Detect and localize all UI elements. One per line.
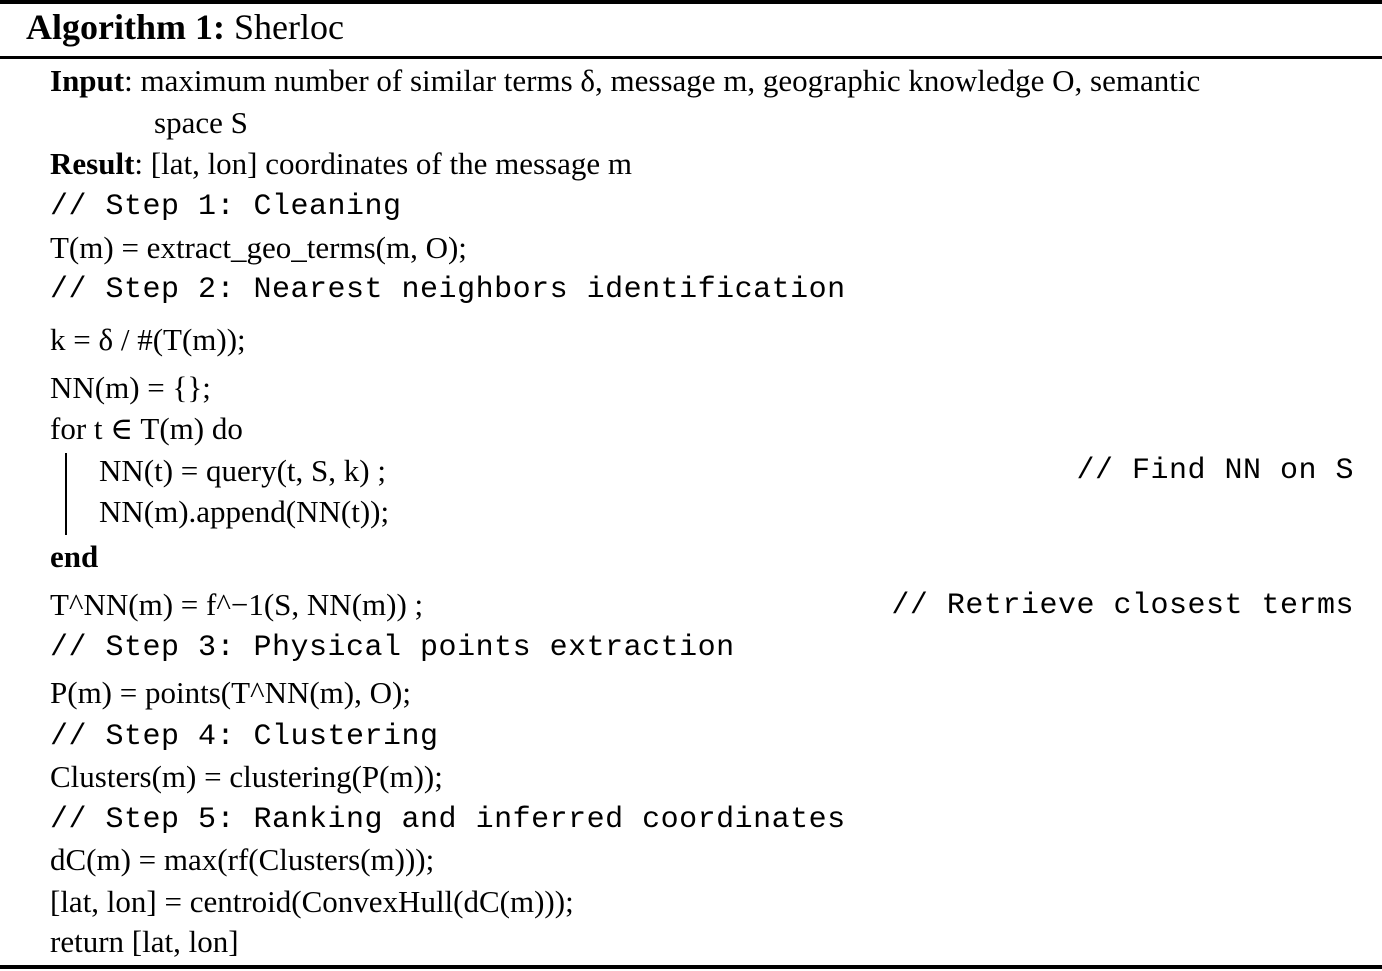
line-k: k = δ / #(T(m)); <box>50 322 246 357</box>
bottom-rule <box>0 965 1382 969</box>
line-dc: dC(m) = max(rf(Clusters(m))); <box>50 842 435 877</box>
line-for: for t ∈ T(m) do <box>50 411 243 446</box>
input-line-cont: space S <box>154 103 248 143</box>
line-tnn: T^NN(m) = f^−1(S, NN(m)) ; <box>50 587 424 622</box>
comment-step-4: // Step 4: Clustering <box>50 720 439 754</box>
algorithm-title: Algorithm 1: Sherloc <box>26 4 344 54</box>
line-append: NN(m).append(NN(t)); <box>99 494 390 529</box>
comment-step-2: // Step 2: Nearest neighbors identificat… <box>50 273 846 307</box>
algorithm-label: Algorithm 1: <box>26 7 225 47</box>
line-centroid: [lat, lon] = centroid(ConvexHull(dC(m)))… <box>50 884 574 919</box>
comment-retrieve: // Retrieve closest terms <box>891 589 1354 623</box>
line-clusters: Clusters(m) = clustering(P(m)); <box>50 759 443 794</box>
comment-step-5: // Step 5: Ranking and inferred coordina… <box>50 803 846 837</box>
input-line: Input: maximum number of similar terms δ… <box>50 63 1201 98</box>
input-keyword: Input <box>50 63 125 98</box>
algorithm-name: Sherloc <box>233 7 344 47</box>
input-text: maximum number of similar terms δ, messa… <box>140 63 1201 98</box>
line-nn-init: NN(m) = {}; <box>50 370 211 405</box>
line-end: end <box>50 539 99 574</box>
line-query: NN(t) = query(t, S, k) ; <box>99 453 386 488</box>
comment-step-3: // Step 3: Physical points extraction <box>50 631 735 665</box>
comment-step-1: // Step 1: Cleaning <box>50 190 402 224</box>
result-line: Result: [lat, lon] coordinates of the me… <box>50 146 632 181</box>
input-text-cont: space S <box>154 105 248 140</box>
title-rule <box>0 56 1382 59</box>
result-text: [lat, lon] coordinates of the message m <box>150 146 632 181</box>
line-extract: T(m) = extract_geo_terms(m, O); <box>50 230 467 265</box>
top-rule <box>0 0 1382 4</box>
line-return: return [lat, lon] <box>50 924 239 959</box>
line-points: P(m) = points(T^NN(m), O); <box>50 675 411 710</box>
comment-find-nn: // Find NN on S <box>1076 454 1354 488</box>
result-keyword: Result <box>50 146 135 181</box>
loop-bar <box>65 453 67 535</box>
